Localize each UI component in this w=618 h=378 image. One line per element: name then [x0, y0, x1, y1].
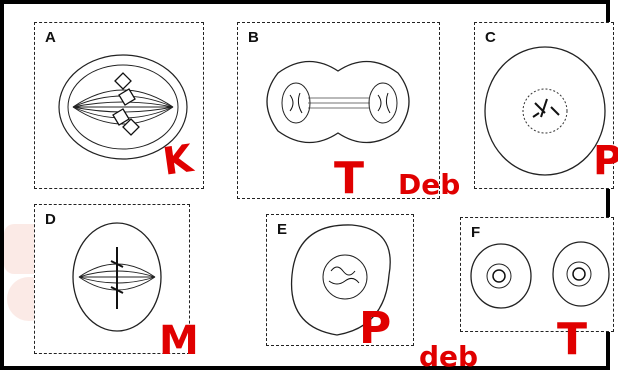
annotation-f: T — [557, 314, 588, 365]
annotation-b-t: T — [334, 153, 365, 204]
cell-drawing-b — [266, 60, 410, 144]
annotation-c: P — [593, 138, 618, 184]
annotation-d: M — [159, 318, 199, 364]
annotation-a: K — [160, 136, 196, 184]
panel-e: E P deb — [266, 214, 478, 371]
panel-label-c: C — [485, 29, 496, 46]
panel-c: C P — [474, 22, 618, 189]
panel-f: F T — [460, 217, 614, 362]
annotation-b-deb: Deb — [398, 168, 461, 201]
panel-label-f: F — [471, 224, 481, 241]
panel-label-d: D — [45, 211, 56, 228]
cell-drawing-f — [470, 241, 610, 309]
cell-drawing-a — [58, 54, 188, 160]
cell-drawing-e — [290, 224, 391, 336]
panel-b: B T Deb — [237, 22, 460, 204]
panel-a: A K — [34, 22, 204, 189]
cell-drawing-d — [72, 222, 162, 332]
annotation-e-p: P — [359, 303, 392, 354]
cell-drawing-c — [484, 46, 606, 176]
annotation-e-deb: deb — [419, 340, 479, 373]
panel-label-e: E — [277, 221, 288, 238]
panel-label-b: B — [248, 29, 259, 46]
panel-label-a: A — [45, 29, 56, 46]
panel-d: D M — [34, 204, 199, 361]
